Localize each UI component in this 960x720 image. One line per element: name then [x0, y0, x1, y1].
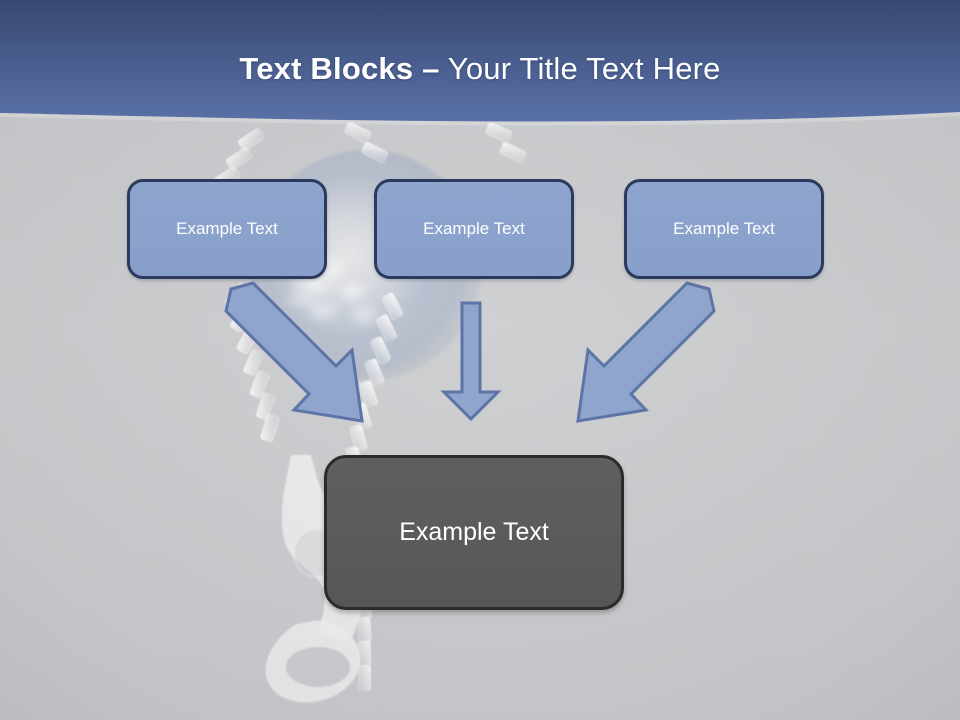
slide-header-band [0, 0, 960, 130]
header-wave-shape [0, 0, 960, 126]
page-title-light: Your Title Text Here [439, 51, 721, 86]
text-block-2[interactable]: Example Text [374, 179, 574, 279]
result-block[interactable]: Example Text [324, 455, 624, 610]
text-block-3-label: Example Text [673, 219, 775, 238]
text-block-1[interactable]: Example Text [127, 179, 327, 279]
text-block-3[interactable]: Example Text [624, 179, 824, 279]
text-block-1-label: Example Text [176, 219, 278, 238]
text-block-2-label: Example Text [423, 219, 525, 238]
page-title-bold: Text Blocks – [239, 51, 440, 86]
page-title: Text Blocks – Your Title Text Here [0, 50, 960, 88]
result-block-label: Example Text [399, 518, 549, 546]
